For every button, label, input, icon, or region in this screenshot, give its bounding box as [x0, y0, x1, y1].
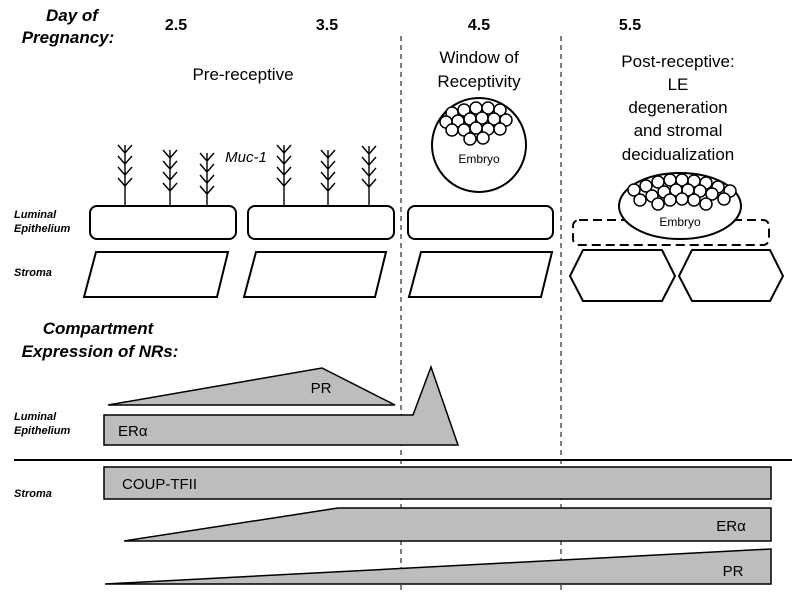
- le-er-label: ERα: [118, 423, 148, 440]
- muc1-glycoprotein: [199, 152, 215, 210]
- luminal-epithelium-day-4-5: [407, 205, 554, 240]
- embryo-label-day-4-5: Embryo: [458, 152, 500, 166]
- embryo-cell: [675, 192, 689, 206]
- day-label-line1: Day of: [46, 6, 100, 25]
- compartment-heading-line2: Expression of NRs:: [22, 342, 179, 361]
- le-expression-label-line1: Luminal: [14, 411, 57, 423]
- stroma-day-4-5: [407, 251, 554, 298]
- phase-window-line2: Receptivity: [437, 72, 521, 91]
- embryo-cell: [627, 183, 641, 197]
- phase-post-line2: LE: [668, 75, 689, 94]
- day-2-5: 2.5: [165, 17, 187, 34]
- phase-post-line4: and stromal: [634, 121, 723, 140]
- embryo-cell: [663, 193, 677, 207]
- luminal-epithelium-label-line1: Luminal: [14, 209, 57, 221]
- day-4-5: 4.5: [468, 17, 490, 34]
- muc1-label: Muc-1: [225, 149, 267, 166]
- muc1-glycoprotein: [117, 144, 133, 206]
- phase-pre-receptive: Pre-receptive: [192, 65, 293, 84]
- stroma-pr-expression-band: [104, 548, 772, 585]
- embryo-cell: [705, 187, 719, 201]
- stroma-pr-label: PR: [723, 563, 744, 580]
- day-label-line2: Pregnancy:: [22, 28, 115, 47]
- phase-window-line1: Window of: [439, 48, 519, 67]
- stroma-er-label: ERα: [716, 518, 746, 535]
- embryo-inner-cell-mass-day-4-5: [439, 101, 513, 146]
- muc1-glycoprotein: [361, 145, 377, 206]
- embryo-inner-cell-mass-day-5-5: [627, 173, 737, 211]
- le-pr-label: PR: [311, 380, 332, 397]
- day-5-5: 5.5: [619, 17, 641, 34]
- stroma-decidual-cell-2: [677, 249, 785, 302]
- phase-post-line1: Post-receptive:: [621, 52, 734, 71]
- stroma-day-2-5: [82, 251, 230, 298]
- stroma-label: Stroma: [14, 267, 52, 279]
- stroma-day-3-5: [242, 251, 388, 298]
- compartment-heading-line1: Compartment: [43, 319, 155, 338]
- phase-post-line5: decidualization: [622, 145, 734, 164]
- stroma-coup-tfii-label: COUP-TFII: [122, 476, 197, 493]
- embryo-cell: [639, 179, 653, 193]
- embryo-cell: [463, 132, 477, 146]
- le-expression-label-line2: Epithelium: [14, 425, 70, 437]
- le-pr-expression-band: [107, 367, 396, 406]
- luminal-epithelium-label-line2: Epithelium: [14, 223, 70, 235]
- embryo-cell: [699, 197, 713, 211]
- embryo-cell: [445, 123, 459, 137]
- embryo-cell: [493, 122, 507, 136]
- stroma-er-expression-band: [123, 507, 772, 542]
- muc1-glycoprotein: [276, 144, 292, 206]
- luminal-epithelium-day-3-5: [247, 205, 395, 240]
- embryo-cell: [687, 193, 701, 207]
- embryo-cell: [476, 131, 490, 145]
- embryo-cell: [717, 192, 731, 206]
- embryo-cell: [651, 197, 665, 211]
- muc1-glycoprotein: [162, 149, 178, 206]
- muc1-glycoprotein: [320, 149, 336, 206]
- embryo-cell: [633, 193, 647, 207]
- stroma-coup-tfii-expression-band: [103, 466, 772, 500]
- day-3-5: 3.5: [316, 17, 338, 34]
- luminal-epithelium-day-2-5: [89, 205, 237, 240]
- phase-post-line3: degeneration: [628, 98, 727, 117]
- embryo-label-day-5-5: Embryo: [659, 215, 701, 229]
- stroma-expression-label: Stroma: [14, 488, 52, 500]
- muc1-antennae: [117, 144, 377, 210]
- le-er-expression-band: [103, 364, 460, 446]
- stroma-decidual-cell-1: [568, 249, 677, 302]
